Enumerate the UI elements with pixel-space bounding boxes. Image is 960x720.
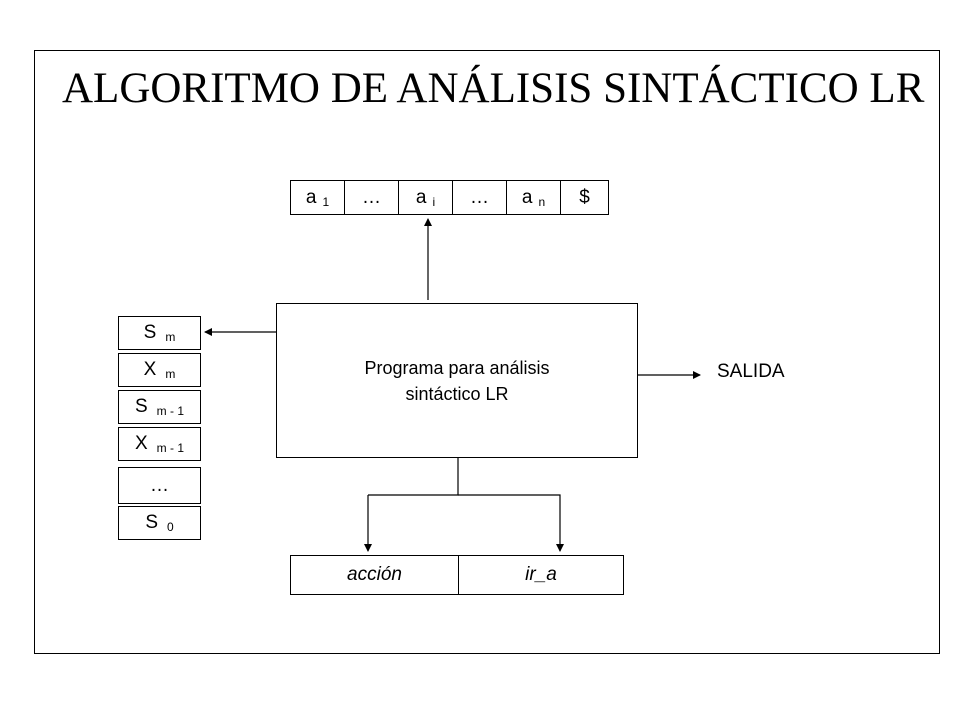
input-cell-text: … [470,186,489,208]
input-cell-text: a [521,186,533,208]
stack-cell-text: X [143,359,157,380]
stack-cell-subscript: m [165,367,176,381]
stack-cell-text: S [134,396,148,417]
input-cell-text: a [305,186,317,208]
stack-cell-ellipsis: … [118,467,201,504]
input-cell-text: $ [579,186,590,208]
arrow-to-goto [458,494,564,552]
slide-frame [34,50,940,654]
stack-cell-subscript: 0 [167,520,174,534]
input-cell-subscript: 1 [322,194,330,209]
input-cell-ellipsis: … [452,180,507,215]
input-cell-text: … [362,186,381,208]
input-cell-text: a [415,186,427,208]
goto-table-label: ir_a [525,564,557,585]
stack-cell-subscript: m [165,330,176,344]
stack-cell-text: X [134,433,148,454]
goto-table-cell: ir_a [458,555,624,595]
stack-cell-subscript: m - 1 [156,404,185,418]
stack-cell-subscript: m - 1 [156,441,185,455]
stack-cell-text: … [150,474,169,496]
action-table-label: acción [347,564,402,585]
slide-title: ALGORITMO DE ANÁLISIS SINTÁCTICO LR [62,65,925,112]
stack-cell-text: S [143,322,157,343]
lr-program-box: Programa para análisis sintáctico LR [276,303,638,458]
input-cell-subscript: i [432,194,436,209]
stack-cell-text: S [145,512,158,533]
input-cell-subscript: n [538,194,546,209]
output-label: SALIDA [717,361,785,382]
action-table-cell: acción [290,555,459,595]
lr-program-label: Programa para análisis sintáctico LR [364,357,550,404]
connector-to-table [368,458,459,496]
input-cell-end-marker: $ [560,180,609,215]
